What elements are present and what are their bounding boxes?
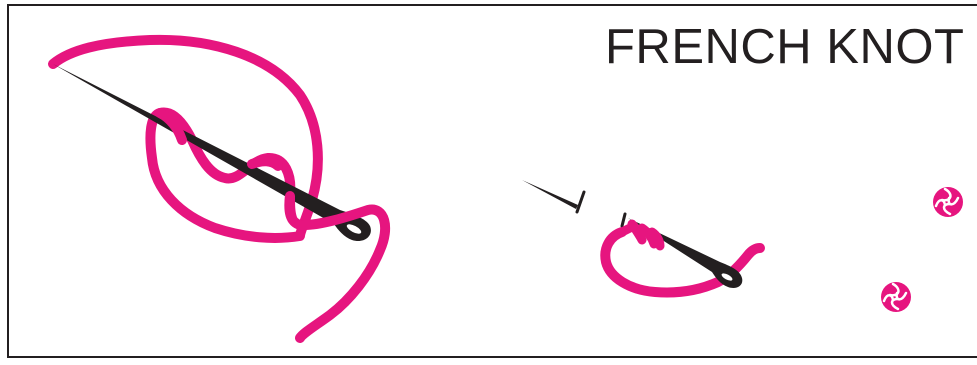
finished-knots	[881, 187, 963, 312]
step-1-wrap-thread	[48, 34, 391, 343]
thread-wrap-front-1	[155, 108, 187, 145]
thread-wrap-front-2	[247, 156, 283, 171]
step-2-pull-through	[522, 180, 765, 298]
diagram-frame	[7, 4, 977, 358]
diagram-title: FRENCH KNOT	[605, 20, 964, 74]
thread-wrap-front-3	[285, 191, 297, 223]
french-knot-icon	[933, 187, 963, 217]
needle-eye	[346, 224, 362, 234]
needle-tip-fragment	[522, 180, 578, 209]
thread-coil-left	[617, 221, 639, 237]
needle-eye-2	[721, 273, 733, 281]
french-knot-icon	[881, 282, 911, 312]
thread-small-loop	[600, 227, 765, 298]
thread-tail	[295, 204, 391, 343]
thread-coil-3	[647, 227, 665, 251]
needle-crossbar	[575, 190, 586, 214]
needle-crossbar-2	[620, 212, 627, 228]
